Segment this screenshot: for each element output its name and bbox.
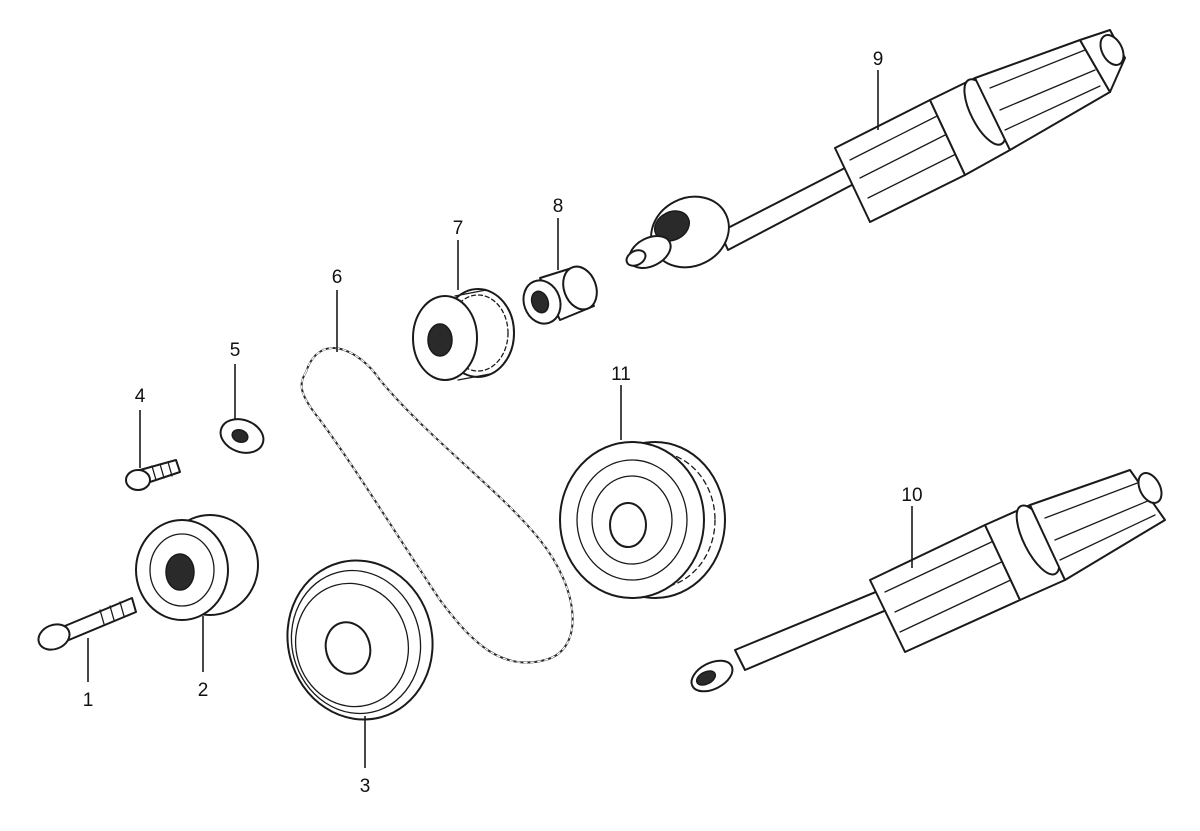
- part-9-upper-shaft: [625, 29, 1126, 269]
- callout-3: 3: [360, 776, 371, 797]
- callout-7: 7: [453, 218, 464, 239]
- part-8-sleeve: [522, 265, 598, 325]
- part-11-large-sprocket: [559, 441, 726, 599]
- leader-lines: [87, 70, 913, 768]
- callout-10: 10: [901, 485, 922, 506]
- callout-4: 4: [135, 386, 146, 407]
- part-5-washer: [219, 418, 265, 454]
- part-10-lower-shaft: [690, 469, 1166, 693]
- part-6-toothed-belt: [300, 347, 574, 664]
- callout-11: 11: [611, 364, 631, 385]
- callout-9: 9: [873, 49, 884, 70]
- callout-6: 6: [332, 267, 343, 288]
- callout-labels: 1 2 3 4 5 6 7 8 9 10 11: [83, 49, 923, 797]
- callout-2: 2: [198, 680, 209, 701]
- callout-5: 5: [230, 340, 241, 361]
- part-3-pulley-disc: [286, 559, 434, 721]
- part-1-long-bolt: [37, 597, 137, 651]
- part-2-bearing: [135, 514, 259, 621]
- part-7-small-gear: [412, 288, 515, 381]
- callout-1: 1: [83, 690, 94, 711]
- callout-8: 8: [553, 196, 564, 217]
- part-4-short-bolt: [125, 459, 181, 491]
